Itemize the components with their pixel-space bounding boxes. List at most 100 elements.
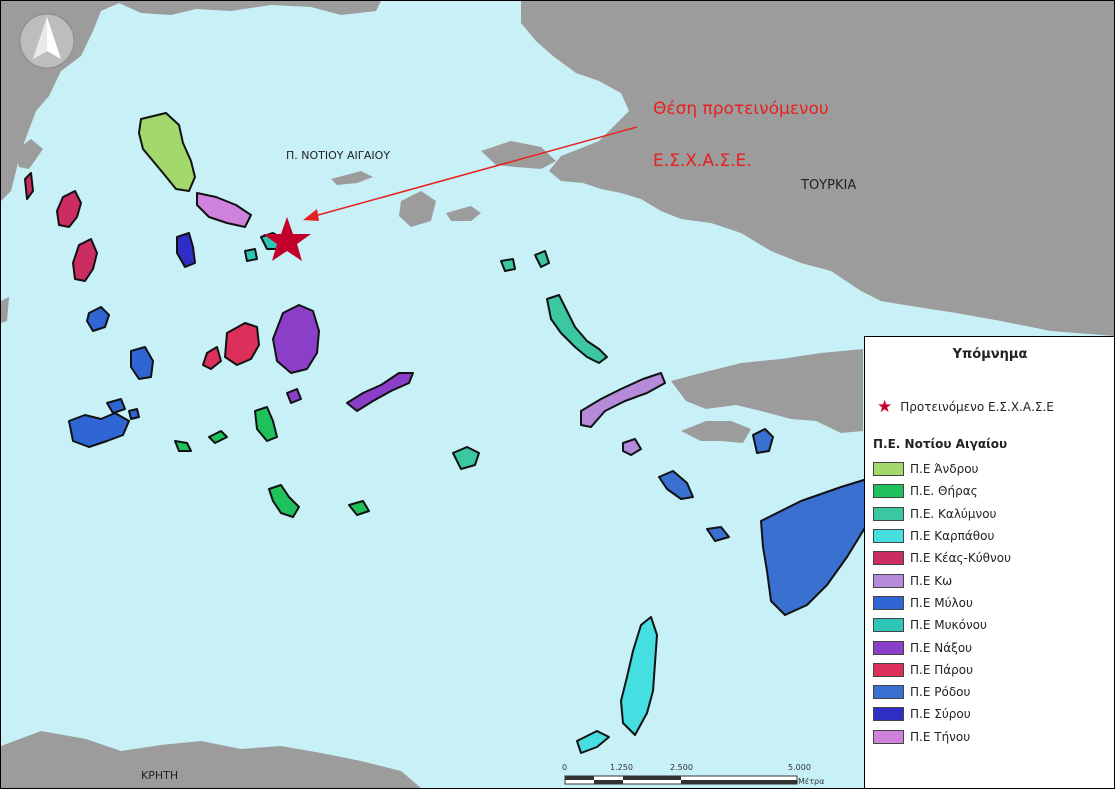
legend-item: Π.Ε Τήνου bbox=[873, 726, 1011, 748]
legend-item-label: Π.Ε Κέας-Κύθνου bbox=[910, 551, 1012, 566]
legend-item-label: Π.Ε. Θήρας bbox=[910, 484, 978, 499]
legend-swatch bbox=[873, 484, 904, 499]
legend-item: Π.Ε Καρπάθου bbox=[873, 525, 1011, 547]
turkey-bodrum bbox=[681, 421, 751, 443]
scale-tick-0: 0 bbox=[562, 763, 568, 772]
island-chios-like bbox=[399, 191, 436, 227]
scale-bar-graphic bbox=[564, 775, 798, 785]
island-anafi bbox=[348, 500, 370, 516]
island-nisyros bbox=[622, 438, 642, 456]
star-icon: ★ bbox=[877, 397, 893, 417]
island-makronisos bbox=[24, 172, 34, 200]
island-kos bbox=[580, 372, 666, 428]
crete bbox=[1, 731, 421, 788]
island-euboea-tip bbox=[15, 139, 43, 169]
legend-swatch bbox=[873, 529, 904, 544]
scale-tick-2: 2.500 bbox=[670, 763, 693, 772]
island-leros-patmos bbox=[546, 294, 608, 364]
island-andros bbox=[138, 112, 196, 192]
legend-swatch bbox=[873, 685, 904, 700]
island-chalki bbox=[706, 526, 730, 542]
turkey-label: ΤΟΥΡΚΙΑ bbox=[801, 178, 857, 193]
island-samos-like bbox=[446, 206, 481, 221]
legend-swatch bbox=[873, 573, 904, 588]
legend-swatch bbox=[873, 707, 904, 722]
island-symi bbox=[752, 428, 774, 454]
legend-swatch bbox=[873, 462, 904, 477]
region-label: Π. ΝΟΤΙΟΥ ΑΙΓΑΙΟΥ bbox=[286, 149, 391, 162]
legend-item-label: Π.Ε Μυκόνου bbox=[910, 618, 987, 633]
island-ios bbox=[254, 406, 278, 442]
legend-title: Υπόμνημα bbox=[952, 347, 1028, 362]
island-small-cyclades bbox=[286, 388, 302, 404]
island-tilos bbox=[658, 470, 694, 500]
island-kimolos bbox=[106, 398, 126, 414]
legend-item: Π.Ε Μυκόνου bbox=[873, 614, 1011, 636]
island-milos bbox=[68, 412, 130, 448]
scale-unit: Μέτρα bbox=[798, 777, 825, 786]
island-sifnos bbox=[130, 346, 154, 380]
legend-item: Π.Ε Σύρου bbox=[873, 703, 1011, 725]
legend-swatch bbox=[873, 618, 904, 633]
island-ikaria-like bbox=[331, 171, 373, 185]
proposal-annotation-line1: Θέση προτεινόμενου bbox=[653, 99, 829, 119]
legend-panel: Υπόμνημα ★ Προτεινόμενο Ε.Σ.Χ.Α.Σ.Ε Π.Ε.… bbox=[864, 336, 1114, 788]
legend-item-label: Π.Ε Κω bbox=[910, 573, 953, 588]
legend-item-label: Π.Ε Νάξου bbox=[910, 640, 973, 655]
legend-star-label: Προτεινόμενο Ε.Σ.Χ.Α.Σ.Ε bbox=[900, 400, 1054, 414]
proposal-arrow-line bbox=[310, 126, 638, 218]
island-santorini bbox=[268, 484, 300, 518]
legend-swatch bbox=[873, 640, 904, 655]
legend-item: Π.Ε Μύλου bbox=[873, 592, 1011, 614]
legend-item-label: Π.Ε Μύλου bbox=[910, 595, 973, 610]
island-amorgos bbox=[346, 372, 414, 412]
island-kasos bbox=[576, 730, 610, 754]
island-polyaigos bbox=[128, 408, 140, 420]
island-tinos bbox=[196, 192, 252, 228]
legend-item: Π.Ε Άνδρου bbox=[873, 458, 1011, 480]
island-northwest-small bbox=[1, 297, 9, 323]
island-kythnos bbox=[72, 238, 98, 282]
legend-swatch bbox=[873, 662, 904, 677]
legend-item-label: Π.Ε Ρόδου bbox=[910, 685, 971, 700]
legend-swatch bbox=[873, 506, 904, 521]
island-karpathos bbox=[620, 616, 658, 736]
scale-tick-3: 5.000 bbox=[788, 763, 811, 772]
legend-swatch bbox=[873, 551, 904, 566]
island-antiparos bbox=[202, 346, 222, 370]
legend-item-label: Π.Ε Σύρου bbox=[910, 707, 971, 722]
legend-item-label: Π.Ε Καρπάθου bbox=[910, 529, 995, 544]
island-sikinos bbox=[208, 430, 228, 444]
proposal-arrow-head bbox=[303, 209, 319, 221]
island-serifos bbox=[86, 306, 110, 332]
island-lesvos-like bbox=[481, 141, 556, 169]
island-naxos bbox=[272, 304, 320, 374]
island-paros bbox=[224, 322, 260, 366]
turkey-mainland bbox=[521, 1, 1114, 336]
crete-label: ΚΡΗΤΗ bbox=[141, 769, 179, 782]
island-astypalaia bbox=[452, 446, 480, 470]
island-agathonisi bbox=[500, 258, 516, 272]
legend-item: Π.Ε. Καλύμνου bbox=[873, 503, 1011, 525]
scale-tick-1: 1.250 bbox=[610, 763, 633, 772]
legend-item: Π.Ε Νάξου bbox=[873, 636, 1011, 658]
legend-item: Π.Ε Κω bbox=[873, 569, 1011, 591]
legend-star-row: ★ Προτεινόμενο Ε.Σ.Χ.Α.Σ.Ε bbox=[877, 397, 1054, 417]
proposal-annotation-line2: Ε.Σ.Χ.Α.Σ.Ε. bbox=[653, 151, 752, 171]
legend-group-title: Π.Ε. Νοτίου Αιγαίου bbox=[873, 437, 1008, 451]
island-syros bbox=[176, 232, 196, 268]
legend-swatch bbox=[873, 729, 904, 744]
legend-item-label: Π.Ε Πάρου bbox=[910, 662, 974, 677]
legend-item-label: Π.Ε Άνδρου bbox=[910, 462, 979, 477]
legend-item: Π.Ε Ρόδου bbox=[873, 681, 1011, 703]
island-kea bbox=[56, 190, 82, 228]
proposed-site-star bbox=[263, 217, 311, 261]
island-lipsi bbox=[534, 250, 550, 268]
legend-item-label: Π.Ε Τήνου bbox=[910, 729, 971, 744]
legend-item: Π.Ε. Θήρας bbox=[873, 480, 1011, 502]
island-rhodes bbox=[760, 478, 882, 616]
legend-item-label: Π.Ε. Καλύμνου bbox=[910, 506, 997, 521]
